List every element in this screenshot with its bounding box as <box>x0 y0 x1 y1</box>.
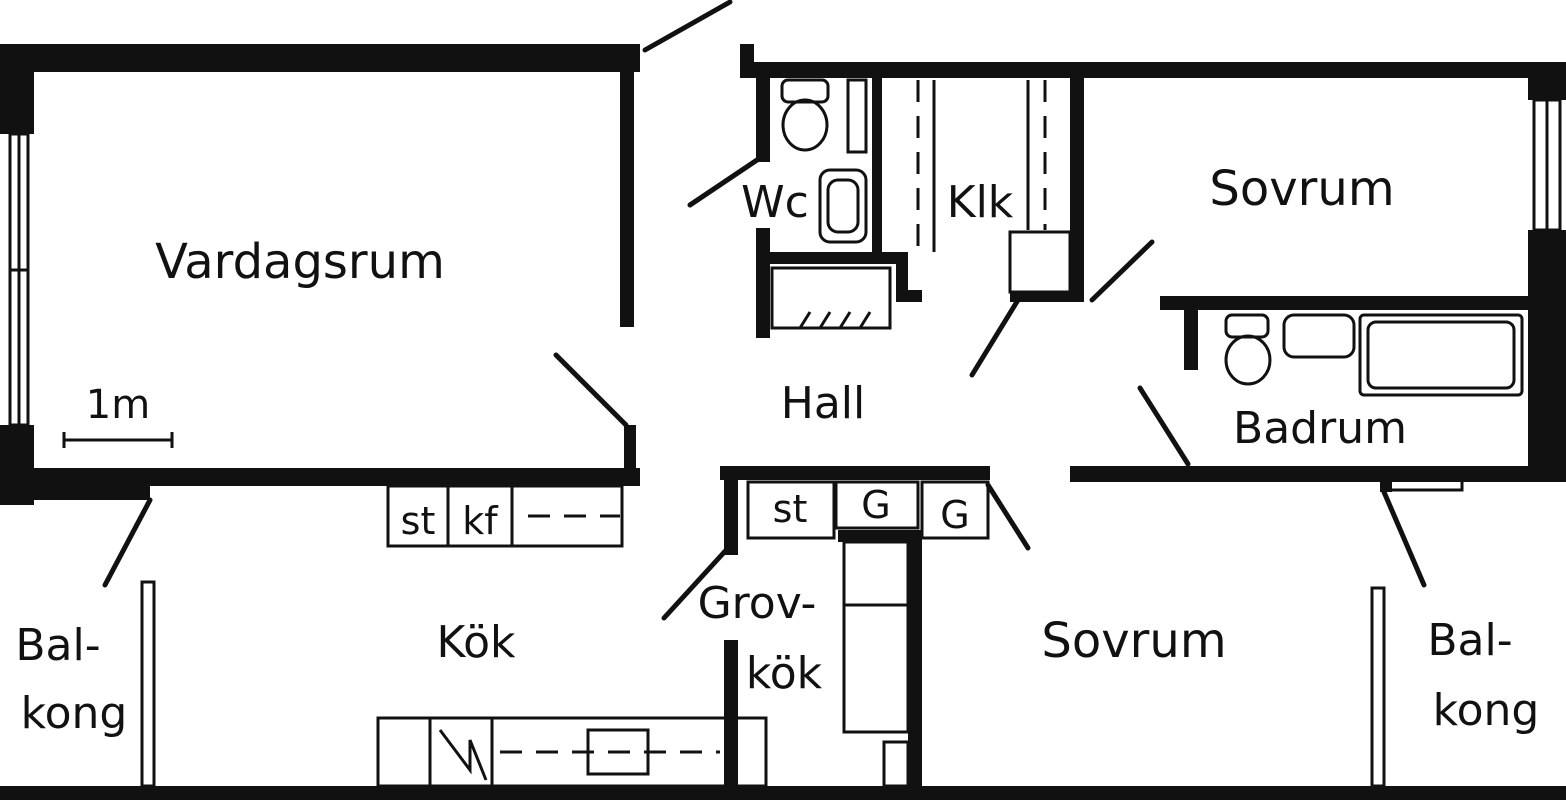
fixture-label-g2: G <box>940 493 969 537</box>
room-label-grovkok-2: kök <box>746 648 823 699</box>
room-label-balkong-right-1: Bal- <box>1427 615 1512 666</box>
room-label-wc: Wc <box>741 177 809 228</box>
fixtures <box>376 78 1524 788</box>
fixture-labels: st kf st G G <box>401 483 970 543</box>
fixture-label-st-grovkok: st <box>773 487 808 531</box>
scale-label: 1m <box>86 382 150 428</box>
room-label-balkong-right-2: kong <box>1433 685 1540 736</box>
room-label-badrum: Badrum <box>1233 403 1407 454</box>
scale-bar: 1m <box>62 382 174 448</box>
fixture-label-g1: G <box>861 483 890 527</box>
room-label-klk: Klk <box>947 177 1014 228</box>
room-label-balkong-left-1: Bal- <box>15 620 100 671</box>
room-label-sovrum-top: Sovrum <box>1209 161 1394 217</box>
room-label-grovkok-1: Grov- <box>698 578 817 629</box>
fixture-label-st-kitchen: st <box>401 499 436 543</box>
room-label-sovrum-bottom: Sovrum <box>1041 613 1226 669</box>
room-label-kok: Kök <box>436 617 516 668</box>
interior-walls <box>0 62 1566 790</box>
room-label-balkong-left-2: kong <box>21 688 128 739</box>
outer-walls <box>0 44 1566 800</box>
room-label-hall: Hall <box>781 378 866 429</box>
doors <box>102 0 1427 621</box>
room-label-vardagsrum: Vardagsrum <box>155 234 445 290</box>
room-labels: Vardagsrum Wc Klk Sovrum Hall Badrum Kök… <box>15 161 1539 739</box>
fixture-label-kf-kitchen: kf <box>462 499 499 543</box>
